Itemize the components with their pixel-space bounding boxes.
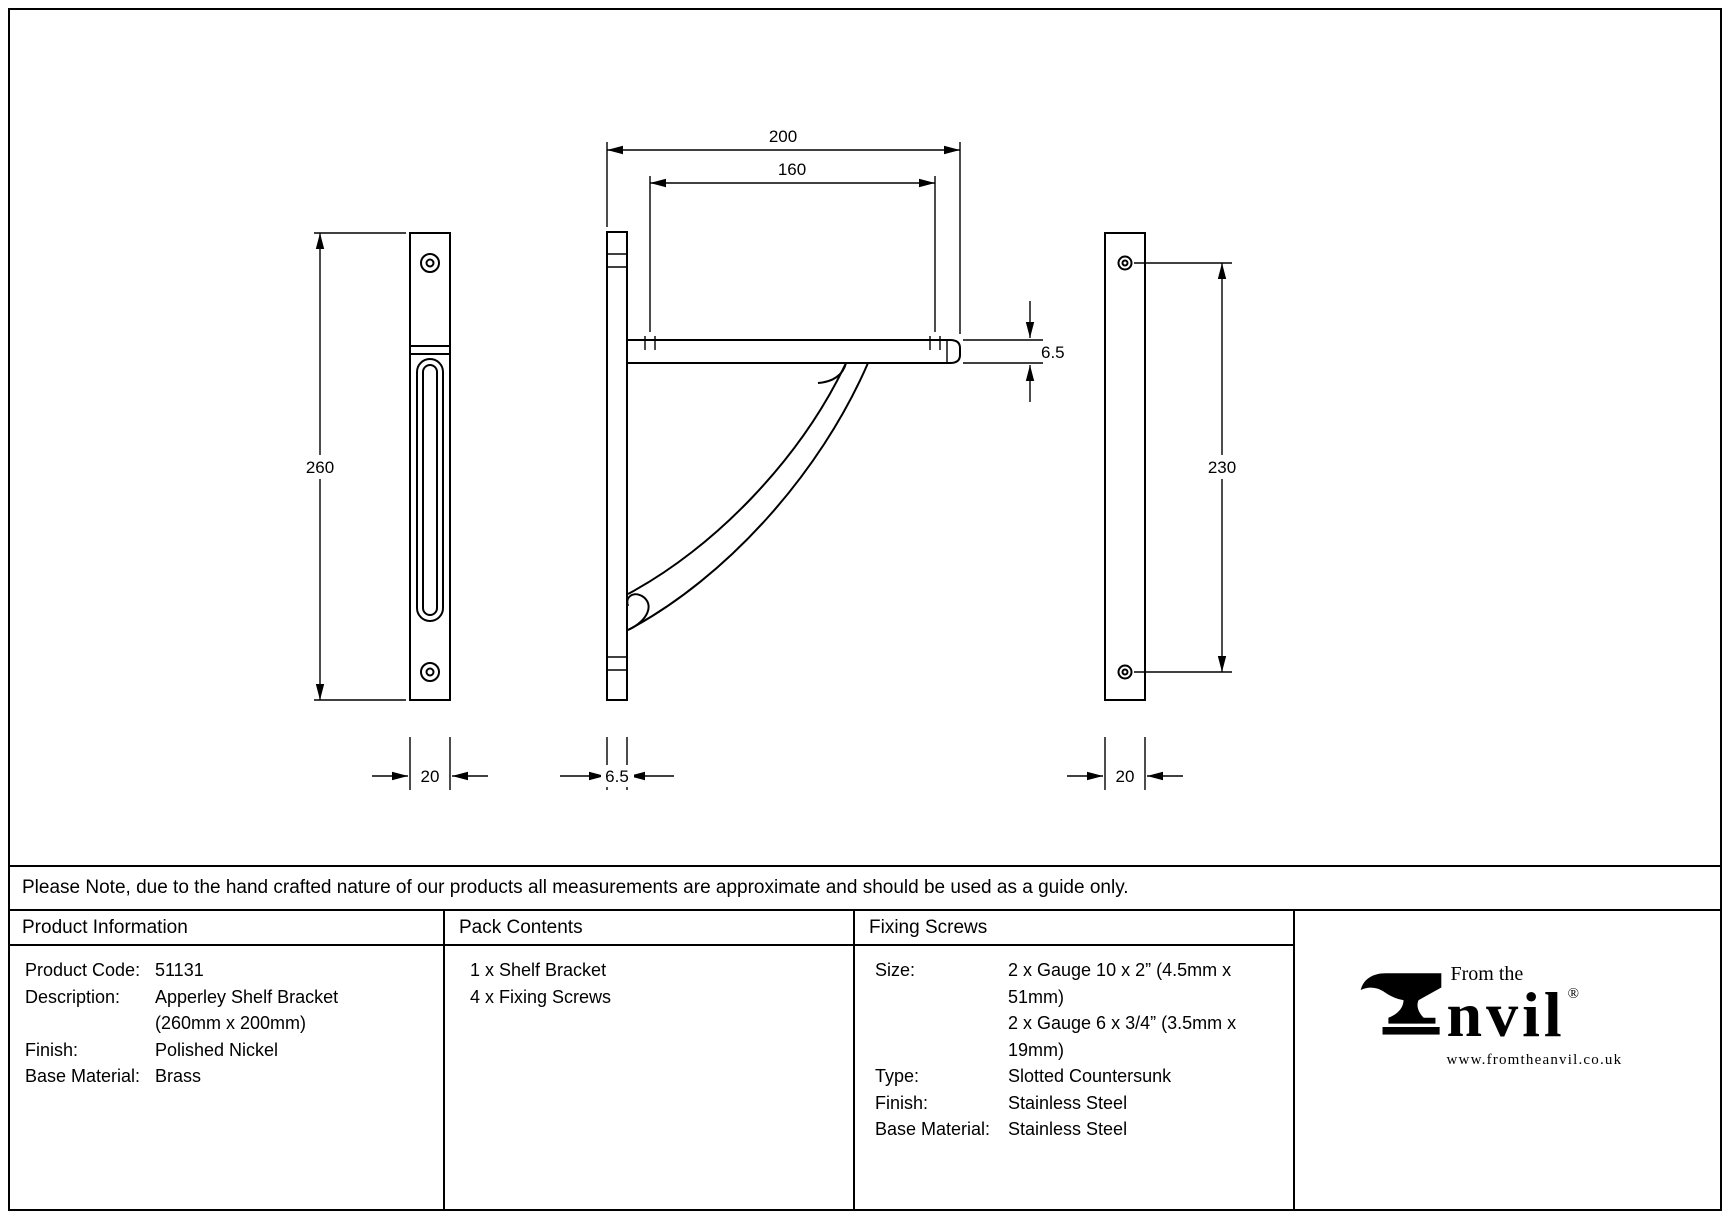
screw-finish-row: Finish: Stainless Steel <box>875 1090 1285 1117</box>
brand-wordmark: nvil <box>1446 979 1566 1050</box>
support-curve-inner <box>627 362 847 595</box>
registered-mark-icon: ® <box>1567 986 1580 1002</box>
size-row: Size: 2 x Gauge 10 x 2” (4.5mm x 51mm) 2… <box>875 957 1285 1063</box>
row-label: Product Code: <box>25 960 141 980</box>
measurement-note-text: Please Note, due to the hand crafted nat… <box>22 877 1129 898</box>
product-information-column: Product Information Product Code: 51131 … <box>8 911 445 1209</box>
dimension-upright-thickness-label: 6.5 <box>605 767 629 786</box>
dimension-shelf-thickness-label: 6.5 <box>1041 343 1065 362</box>
brand-url: www.fromtheanvil.co.uk <box>1446 1051 1623 1068</box>
base-material-row: Base Material: Brass <box>25 1063 435 1090</box>
product-code-row: Product Code: 51131 <box>25 957 435 984</box>
row-value: Stainless Steel <box>1008 1092 1128 1113</box>
back-view <box>1104 232 1146 701</box>
product-info-table: Product Information Product Code: 51131 … <box>8 911 1722 1209</box>
brand-logo: From the nvil ® www.fromtheanvil.co.uk <box>1359 963 1659 1069</box>
row-value: Apperley Shelf Bracket (260mm x 200mm) <box>155 986 339 1034</box>
row-label: Finish: <box>875 1092 929 1113</box>
pack-item: 1 x Shelf Bracket <box>470 960 607 980</box>
row-label: Base Material: <box>875 1119 991 1139</box>
screw-base-material-row: Base Material: Stainless Steel <box>875 1116 1285 1143</box>
pack-contents-column: Pack Contents 1 x Shelf Bracket 4 x Fixi… <box>445 911 855 1209</box>
scroll-end <box>626 593 650 631</box>
back-view-dimensions: 230 20 <box>1067 262 1243 790</box>
row-value: 51131 <box>155 960 204 980</box>
screw-hole-icon <box>420 662 440 682</box>
scroll-top <box>817 362 847 384</box>
dimension-depth-label: 200 <box>769 127 797 146</box>
pack-contents-body: 1 x Shelf Bracket 4 x Fixing Screws <box>445 946 853 1010</box>
finish-row: Finish: Polished Nickel <box>25 1037 435 1064</box>
measurement-note: Please Note, due to the hand crafted nat… <box>8 865 1722 911</box>
support-curve-outer <box>627 362 869 631</box>
row-label: Description: <box>25 986 121 1007</box>
side-view-dimensions: 200 160 6.5 6.5 <box>560 127 1065 790</box>
anvil-icon <box>1360 973 1441 1035</box>
row-label: Base Material: <box>25 1066 141 1086</box>
brand-logo-cell: From the nvil ® www.fromtheanvil.co.uk <box>1295 911 1722 1209</box>
description-row: Description: Apperley Shelf Bracket (260… <box>25 984 435 1037</box>
fixing-screws-header: Fixing Screws <box>855 911 1293 946</box>
dimension-hole-spacing-label: 160 <box>778 160 806 179</box>
screw-hole-icon <box>1117 664 1133 680</box>
screw-hole-icon <box>1117 255 1133 271</box>
row-value: Slotted Countersunk <box>1008 1066 1172 1086</box>
row-value: Polished Nickel <box>155 1039 279 1060</box>
row-label: Size: <box>875 960 916 980</box>
row-label: Type: <box>875 1066 920 1086</box>
front-view <box>409 232 451 701</box>
product-information-header: Product Information <box>8 911 443 946</box>
fixing-screws-body: Size: 2 x Gauge 10 x 2” (4.5mm x 51mm) 2… <box>855 946 1293 1143</box>
screw-hole-icon <box>420 253 440 273</box>
row-value: Stainless Steel <box>1008 1119 1128 1139</box>
fixing-screws-column: Fixing Screws Size: 2 x Gauge 10 x 2” (4… <box>855 911 1295 1209</box>
dimension-width-label: 20 <box>421 767 440 786</box>
dimension-hole-spacing-label: 230 <box>1208 458 1236 477</box>
dimension-height-label: 260 <box>306 458 334 477</box>
side-view <box>606 231 961 701</box>
technical-drawing: 260 20 2 <box>299 127 1243 790</box>
pack-contents-header: Pack Contents <box>445 911 853 946</box>
pack-item: 4 x Fixing Screws <box>470 986 612 1007</box>
dimension-width-label: 20 <box>1116 767 1135 786</box>
brand-from-the: From the <box>1450 963 1524 985</box>
type-row: Type: Slotted Countersunk <box>875 1063 1285 1090</box>
row-value: 2 x Gauge 10 x 2” (4.5mm x 51mm) 2 x Gau… <box>1008 960 1237 1060</box>
row-label: Finish: <box>25 1039 79 1060</box>
row-value: Brass <box>155 1066 202 1086</box>
front-view-dimensions: 260 20 <box>299 232 488 790</box>
product-information-body: Product Code: 51131 Description: Apperle… <box>8 946 443 1090</box>
